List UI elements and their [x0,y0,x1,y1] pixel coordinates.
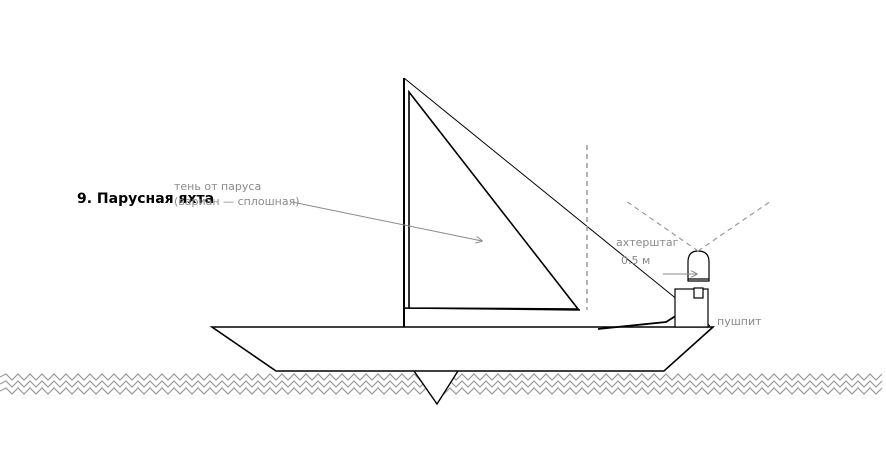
backstay-line [403,77,711,327]
page-title: 9. Парусная яхта [77,191,215,207]
hull [209,326,716,372]
distance-label: 0.5 м [621,254,651,267]
keel [413,370,459,406]
backstay-label: ахтерштаг [616,236,679,249]
light-beam-right [697,200,772,252]
cabin [403,307,581,327]
stern-lamp [687,250,710,282]
sail-shadow-note: (вариан — сплошная) [174,195,300,208]
light-beam-left [625,200,699,252]
sail-shadow-arrow [291,201,482,241]
pushpit-label: пушпит [717,315,762,328]
sail-shadow-label: тень от паруса [174,180,262,193]
sail [408,89,580,310]
stern-lamp-base [693,287,704,299]
